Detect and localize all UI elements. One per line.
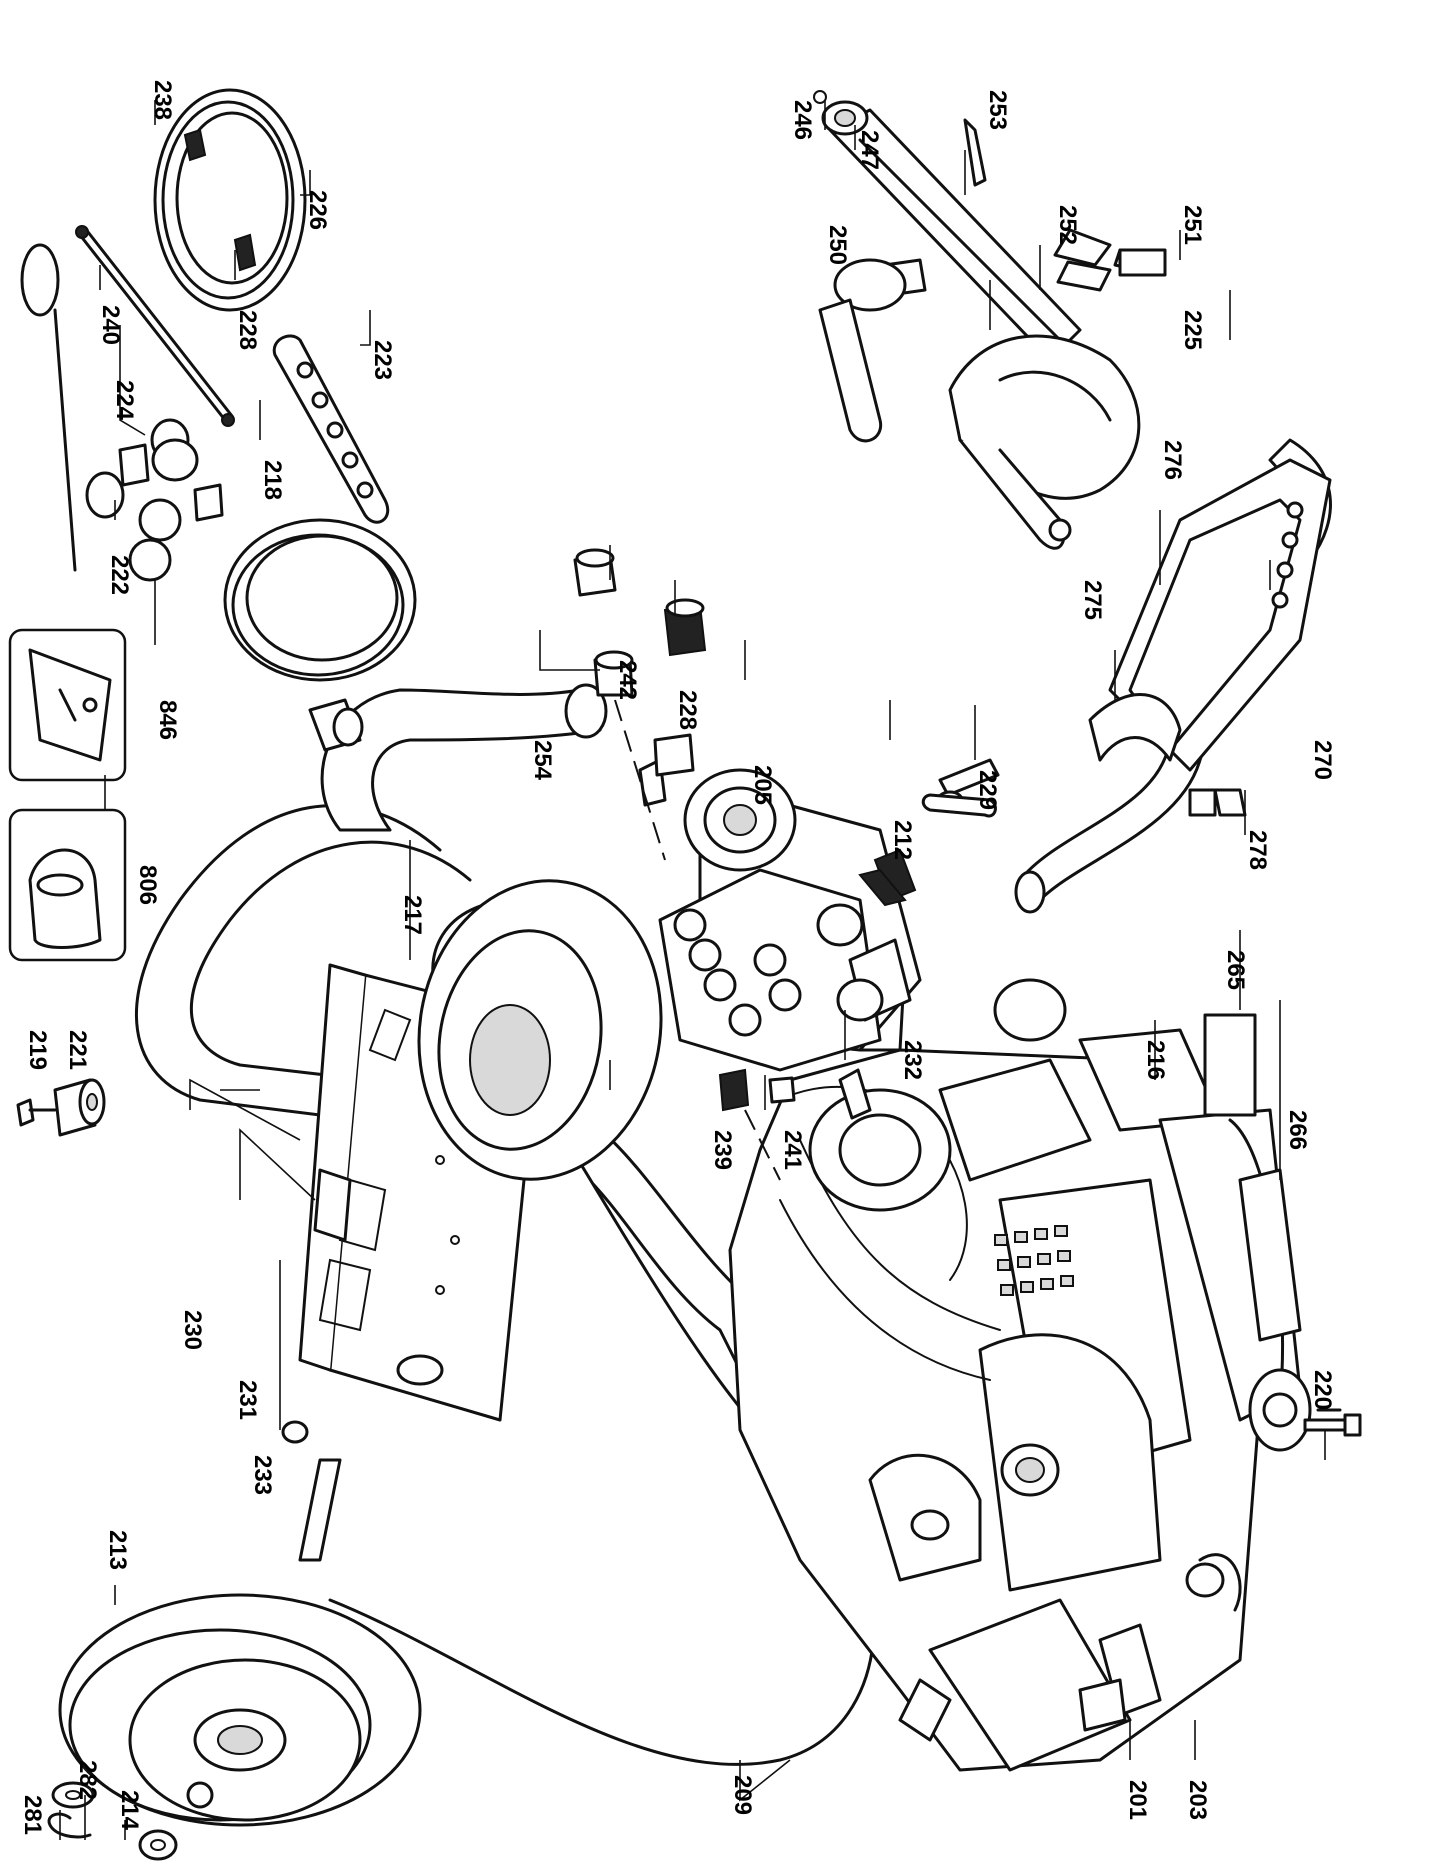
callout-224: 224: [111, 380, 138, 421]
hose-218: [223, 518, 417, 752]
callout-254: 254: [529, 740, 556, 781]
engine-cooling-grid: [994, 1225, 1074, 1296]
label-266: [1238, 1168, 1302, 1342]
callout-846: 846: [154, 700, 181, 740]
callout-806: 806: [134, 865, 161, 905]
decal-252: [1056, 260, 1112, 292]
callout-201: 201: [1124, 1780, 1151, 1820]
callout-218: 218: [259, 460, 286, 500]
leader-lines: [59, 100, 1326, 1840]
callout-226: 226: [304, 190, 331, 230]
nozzles-224: [85, 418, 224, 582]
rubber-foot-221: [53, 1078, 106, 1137]
callout-253: 253: [984, 90, 1011, 130]
callout-212: 212: [889, 820, 916, 860]
pump-fittings: [573, 548, 1000, 1120]
callout-238: 238: [149, 80, 176, 120]
wheel-rear: [417, 879, 663, 1181]
callout-216: 216: [1142, 1040, 1169, 1080]
callout-221: 221: [64, 1030, 91, 1070]
callout-233: 233: [249, 1455, 276, 1495]
hose-226: [153, 88, 307, 312]
callout-223: 223: [369, 340, 396, 380]
callout-270: 270: [1309, 740, 1336, 780]
wand-240: [75, 225, 235, 427]
callout-239: 239: [709, 1130, 736, 1170]
callout-232: 232: [899, 1040, 926, 1080]
callout-231: 231: [234, 1380, 261, 1420]
clip-229: [921, 793, 997, 818]
cleaning-tool-222: [20, 243, 77, 572]
callout-252: 252: [1054, 205, 1081, 245]
label-265: [1203, 1013, 1257, 1117]
callout-250: 250: [824, 225, 851, 265]
callout-241: 241: [779, 1130, 806, 1170]
callout-219: 219: [24, 1030, 51, 1070]
assembly-line-pump: [614, 699, 666, 861]
callout-251: 251: [1179, 205, 1206, 245]
callout-229: 229: [974, 770, 1001, 810]
callout-266: 266: [1284, 1110, 1311, 1150]
callout-281: 281: [19, 1795, 46, 1835]
callout-209: 209: [729, 1775, 756, 1815]
accessory-box-806: [8, 808, 127, 962]
accessory-box-846: [8, 628, 127, 782]
decal-251: [1118, 248, 1167, 277]
label-230-231: [313, 1168, 352, 1242]
nut-233: [281, 1420, 309, 1444]
wheel-213: [58, 1593, 422, 1827]
callout-228: 228: [234, 310, 261, 350]
callout-214: 214: [116, 1790, 143, 1831]
callout-282: 282: [74, 1760, 101, 1800]
callout-222: 222: [106, 555, 133, 595]
callout-275: 275: [1079, 580, 1106, 620]
callout-220: 220: [1309, 1370, 1336, 1410]
assembly-line-pump-2: [744, 1109, 781, 1181]
callout-278: 278: [1244, 830, 1271, 870]
bolt-219: [16, 1098, 57, 1127]
screw-212: [858, 868, 907, 907]
callout-205: 205: [749, 765, 776, 805]
pump-205: [658, 768, 922, 1072]
callout-276: 276: [1159, 440, 1186, 480]
callout-203: 203: [1184, 1780, 1211, 1820]
handle-275: [1014, 438, 1332, 914]
callout-213: 213: [104, 1530, 131, 1570]
callout-230: 230: [179, 1310, 206, 1350]
bolt-220: [1303, 1408, 1362, 1437]
callout-265: 265: [1222, 950, 1249, 990]
callout-247: 247: [856, 130, 883, 170]
callout-225: 225: [1179, 310, 1206, 350]
callout-217: 217: [399, 895, 426, 935]
callout-228b: 228: [674, 690, 701, 730]
decal-253: [963, 118, 987, 187]
callout-246: 246: [789, 100, 816, 140]
trigger-gun-225: [813, 90, 1167, 550]
callout-240: 240: [97, 305, 124, 345]
label-203: [1078, 1678, 1127, 1732]
callout-numbers: 238 226 228 240 223 224 218 222 846 806 …: [19, 80, 1336, 1835]
bracket-223: [272, 334, 389, 524]
callout-242: 242: [614, 660, 641, 700]
bolt-278: [1188, 788, 1217, 817]
